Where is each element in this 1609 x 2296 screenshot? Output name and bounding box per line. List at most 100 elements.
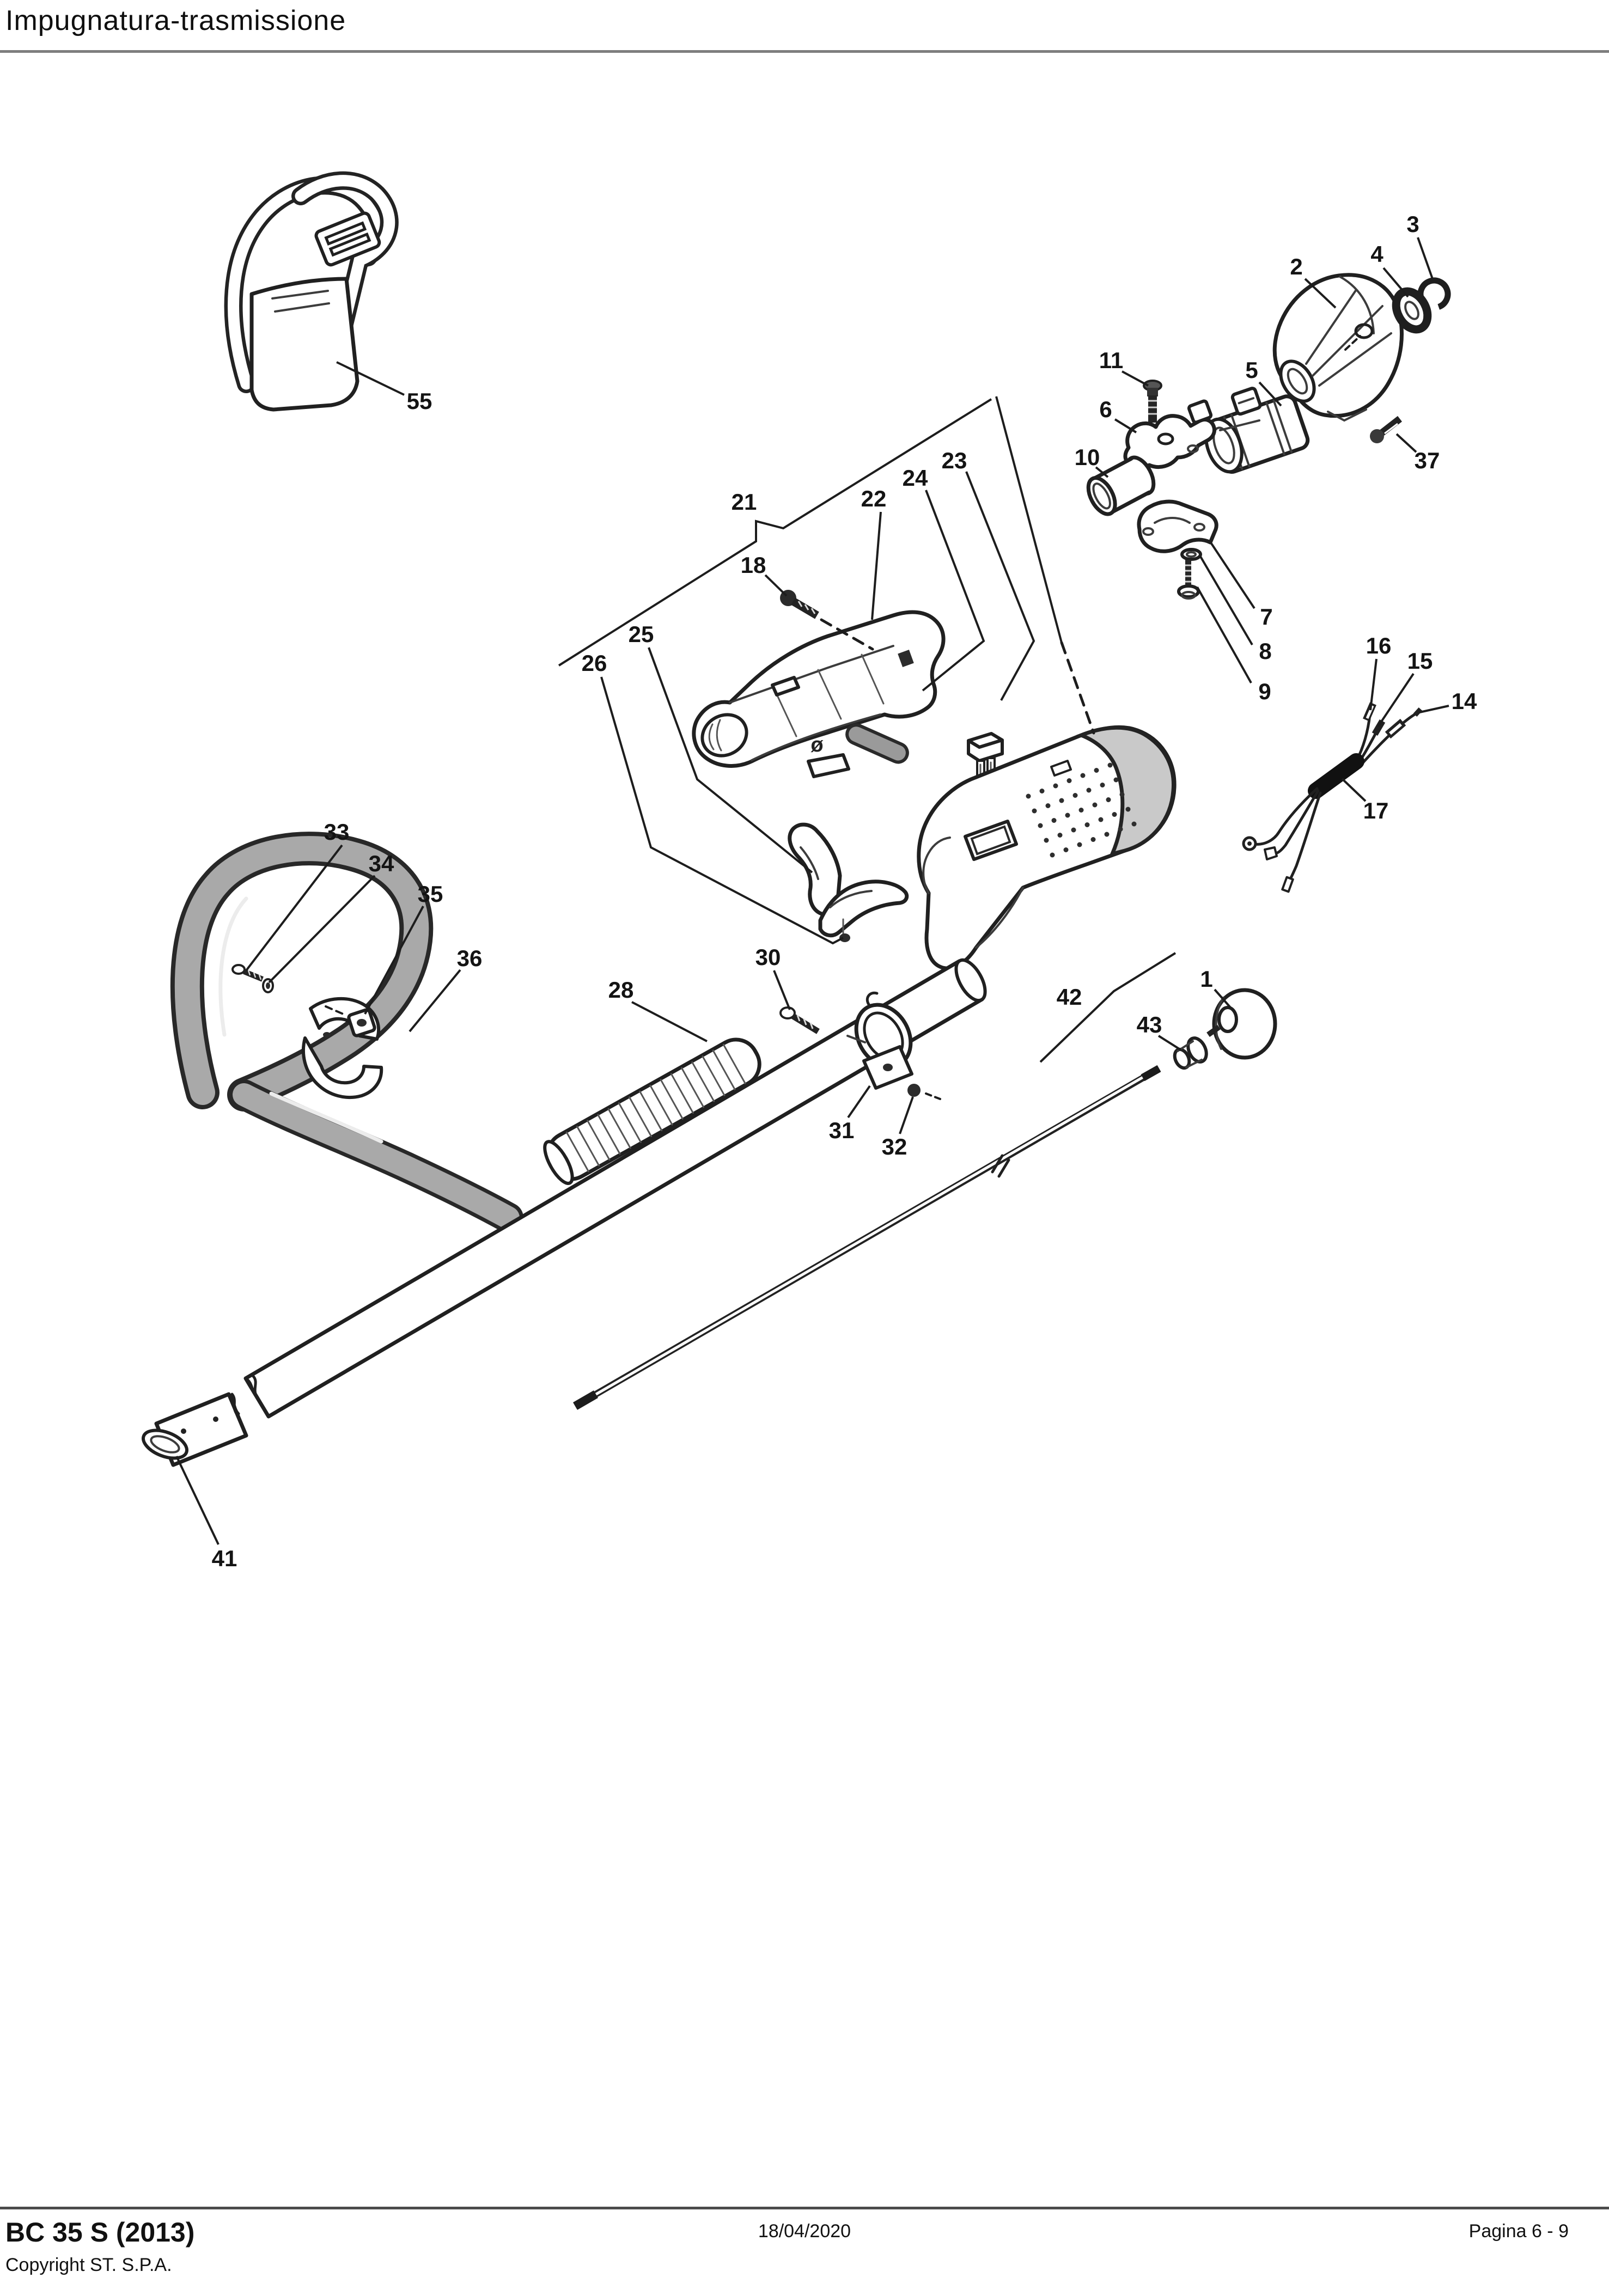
part-callout-31: 31 [829, 1118, 855, 1143]
leader-line-4 [1382, 267, 1409, 298]
leader-line-41 [175, 1456, 220, 1545]
footer-copyright: Copyright ST. S.P.A. [5, 2255, 172, 2275]
shoulder-harness [224, 171, 399, 412]
leader-line-15 [1377, 673, 1415, 728]
leader-line-37 [1395, 433, 1417, 453]
front-grip [543, 1037, 761, 1185]
leader-line-11 [1122, 370, 1149, 387]
leader-line-55 [336, 361, 405, 396]
footer-date: 18/04/2020 [758, 2221, 851, 2242]
part-callout-25: 25 [629, 621, 654, 647]
loop-handle [170, 832, 523, 1233]
grip-dot-texture [1026, 762, 1137, 858]
leader-line-25 [648, 647, 813, 874]
throttle-trigger [818, 880, 909, 942]
leader-line-17 [1341, 778, 1367, 802]
throttle-housing-left [692, 610, 946, 768]
housing-screw [1370, 416, 1402, 443]
leader-line-16 [1369, 658, 1378, 711]
part-callout-34: 34 [369, 851, 394, 876]
shaft-tube [243, 958, 987, 1419]
part-callout-41: 41 [212, 1546, 237, 1571]
leader-line-34 [268, 875, 376, 984]
leader-line-10 [1095, 466, 1109, 478]
tube-clamp-31 [854, 991, 913, 1090]
clamp-screw-30 [779, 1006, 866, 1043]
harness-pad [249, 277, 359, 412]
diameter-mark: ø [810, 734, 824, 756]
handle-bolt-33 [231, 964, 264, 982]
part-callout-10: 10 [1075, 444, 1100, 470]
part-callout-30: 30 [755, 944, 781, 970]
part-callout-43: 43 [1137, 1012, 1162, 1037]
leader-line-14 [1419, 705, 1449, 713]
safety-lever [788, 822, 842, 917]
part-callout-24: 24 [903, 465, 928, 491]
leader-line-32 [899, 1096, 914, 1134]
part-callout-14: 14 [1452, 688, 1477, 714]
part-callout-36: 36 [457, 945, 483, 971]
leader-line-7 [1210, 542, 1255, 609]
part-callout-21: 21 [732, 489, 757, 515]
part-callout-2: 2 [1290, 254, 1302, 279]
flexible-mount-1 [1206, 988, 1277, 1060]
part-callout-9: 9 [1258, 679, 1271, 704]
page-title: Impugnatura-trasmissione [5, 5, 346, 36]
lower-half-clamp [1137, 499, 1218, 553]
part-callout-22: 22 [861, 486, 887, 511]
oil-seal-ring [1392, 287, 1432, 334]
part-callout-1: 1 [1200, 966, 1212, 992]
part-callout-4: 4 [1370, 241, 1384, 267]
harness-buckle [314, 211, 381, 267]
shaft-bushing-43 [1173, 1036, 1208, 1070]
part-callout-35: 35 [418, 881, 443, 907]
leader-line-6 [1114, 418, 1137, 433]
part-callout-28: 28 [608, 977, 634, 1003]
part-callout-23: 23 [942, 448, 967, 473]
clamp-screw-11 [1143, 380, 1162, 423]
leader-line-33 [245, 844, 343, 972]
leader-line-2 [1304, 278, 1337, 309]
gear-housing-cone [1272, 273, 1404, 422]
leader-line-35 [364, 906, 424, 1015]
leader-line-42 [1039, 952, 1177, 1063]
leader-line-18 [764, 574, 788, 597]
rear-grip-right [917, 725, 1177, 970]
bolt-9 [1177, 560, 1200, 600]
part-callout-32: 32 [882, 1134, 907, 1159]
part-callout-6: 6 [1099, 396, 1112, 422]
washer-8 [1180, 548, 1202, 561]
footer-page-label: Pagina 6 - 9 [1468, 2221, 1569, 2242]
leader-line-43 [1157, 1035, 1182, 1051]
leader-line-21 [558, 398, 992, 667]
part-callout-33: 33 [324, 819, 350, 845]
part-callout-17: 17 [1363, 798, 1389, 823]
drive-shaft [572, 1065, 1161, 1410]
leader-line-24 [922, 490, 985, 692]
leader-line-5 [1258, 381, 1282, 407]
leader-line-8 [1199, 555, 1253, 646]
rear-grip-cap [1076, 725, 1175, 857]
leader-line-28 [631, 1001, 708, 1042]
header-rule [0, 50, 1609, 53]
part-callout-42: 42 [1057, 984, 1082, 1010]
part-callout-8: 8 [1259, 638, 1271, 664]
part-callout-37: 37 [1415, 448, 1440, 473]
part-callout-55: 55 [407, 388, 432, 414]
footer-rule [0, 2207, 1609, 2209]
leader-line-9 [1196, 587, 1252, 683]
throttle-cable-lever [807, 723, 909, 778]
part-callout-5: 5 [1245, 357, 1258, 383]
leader-line-30 [773, 970, 791, 1010]
leader-line-36 [409, 969, 461, 1033]
part-callout-26: 26 [582, 650, 607, 676]
spacer-bushing-10 [1086, 455, 1156, 516]
part-callout-7: 7 [1260, 604, 1272, 630]
part-callout-3: 3 [1406, 211, 1419, 237]
leader-line-1 [1214, 988, 1232, 1009]
square-nut-35 [325, 1005, 376, 1037]
wiring-harness [1242, 702, 1423, 893]
footer-model: BC 35 S (2013) [5, 2217, 195, 2248]
